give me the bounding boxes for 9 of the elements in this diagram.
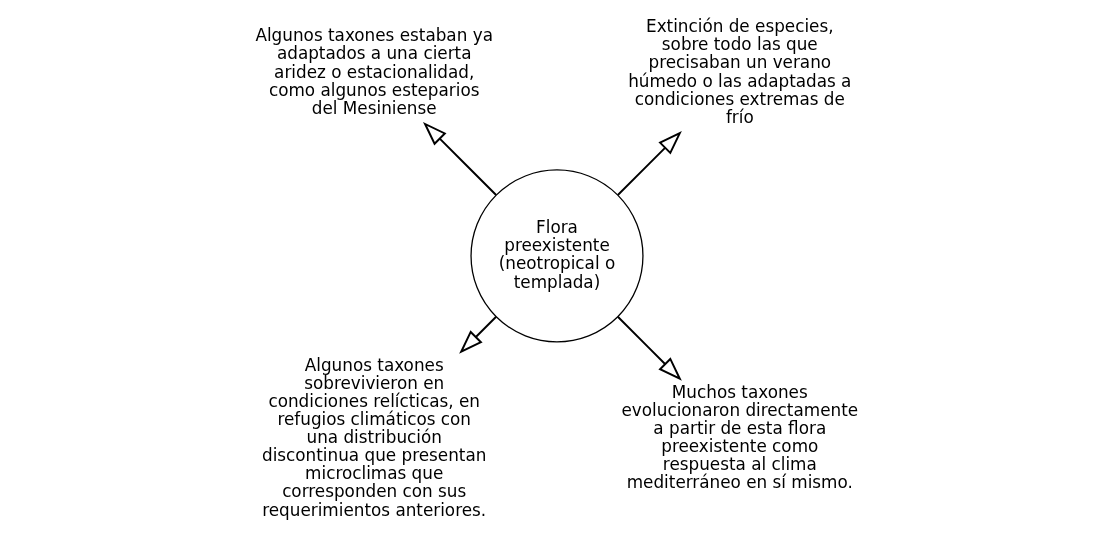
node-text: Algunos taxones estaban ya adaptados a una cierta aridez o estacionalidad, como algunos esteparios del Mesiniense (255, 25, 493, 118)
arrow (422, 121, 498, 196)
node-text: Algunos taxones sobrevivieron en condiciones relícticas, en refugios climáticos con una distribución discontinua que presentan microclimas que corresponden con sus requerimientos anteriores. (262, 354, 487, 520)
node-text: Extinción de especies, sobre todo las que precisaban un verano húmedo o las adaptadas a condiciones extremas de frío (628, 16, 852, 127)
node-circle: Flora preexistente (neotropical o templada) (470, 169, 644, 343)
arrow (459, 315, 498, 354)
arrow (616, 131, 682, 196)
node-text: Muchos taxones evolucionaron directamente a partir de esta flora preexistente como respuesta al clima mediterráneo en sí mismo. (621, 381, 859, 493)
arrow (616, 315, 682, 381)
